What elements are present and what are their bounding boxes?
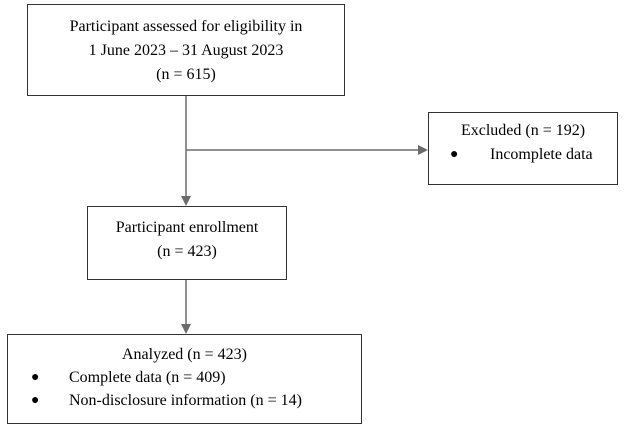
assessed-line-1: Participant assessed for eligibility in bbox=[69, 18, 303, 35]
assessed-line-2: 1 June 2023 – 31 August 2023 bbox=[88, 42, 284, 59]
excluded-box: Excluded (n = 192) ● Incomplete data bbox=[428, 112, 618, 185]
excluded-bullet-0: ● bbox=[450, 147, 459, 162]
excluded-item-0: Incomplete data bbox=[490, 146, 593, 163]
assessed-line-3: (n = 615) bbox=[156, 66, 216, 83]
analyzed-item-1: Non-disclosure information (n = 14) bbox=[69, 392, 302, 409]
analyzed-bullet-0: ● bbox=[31, 370, 40, 385]
enrollment-line-2: (n = 423) bbox=[157, 243, 217, 260]
excluded-title: Excluded (n = 192) bbox=[460, 122, 586, 139]
assessed-box: Participant assessed for eligibility in … bbox=[27, 4, 345, 96]
enrollment-line-1: Participant enrollment bbox=[115, 219, 259, 236]
analyzed-bullet-1: ● bbox=[31, 393, 40, 408]
enrollment-box: Participant enrollment (n = 423) bbox=[87, 206, 287, 280]
analyzed-title: Analyzed (n = 423) bbox=[122, 346, 247, 363]
analyzed-box: Analyzed (n = 423) ● Complete data (n = … bbox=[7, 334, 362, 424]
analyzed-item-0: Complete data (n = 409) bbox=[69, 369, 226, 386]
